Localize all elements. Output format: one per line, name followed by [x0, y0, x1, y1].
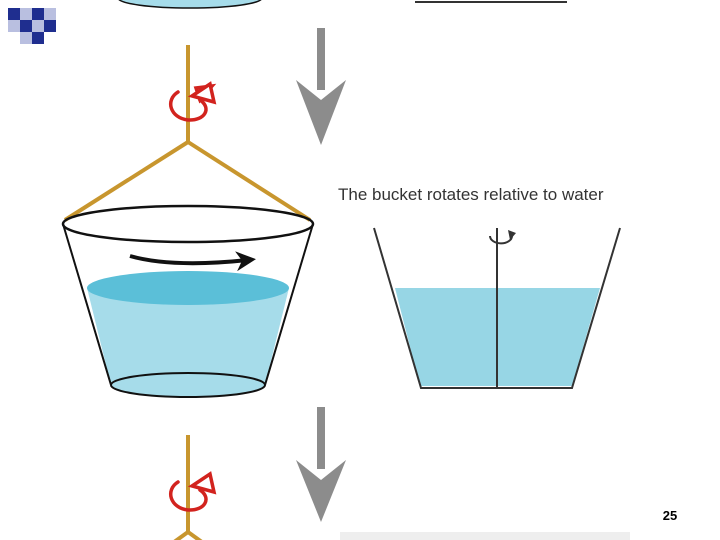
twisted-rope-icon [168, 81, 217, 122]
down-arrow-icon [296, 28, 346, 145]
suspension-rope [63, 45, 312, 222]
bucket-cross-section [373, 227, 621, 389]
page-number: 25 [662, 508, 678, 523]
rotation-direction-arrow [129, 251, 256, 272]
rotating-bucket [61, 204, 315, 398]
water-surface [87, 271, 289, 305]
down-arrow-icon [296, 407, 346, 522]
circular-arrow-icon [489, 230, 516, 245]
checker-squares-icon [8, 8, 56, 44]
previous-bucket-bottom [118, 0, 262, 9]
next-suspension-rope [173, 435, 203, 540]
diagram-caption: The bucket rotates relative to water [338, 185, 604, 204]
twisted-rope-icon [168, 471, 217, 512]
next-caption-fragment [340, 532, 630, 540]
